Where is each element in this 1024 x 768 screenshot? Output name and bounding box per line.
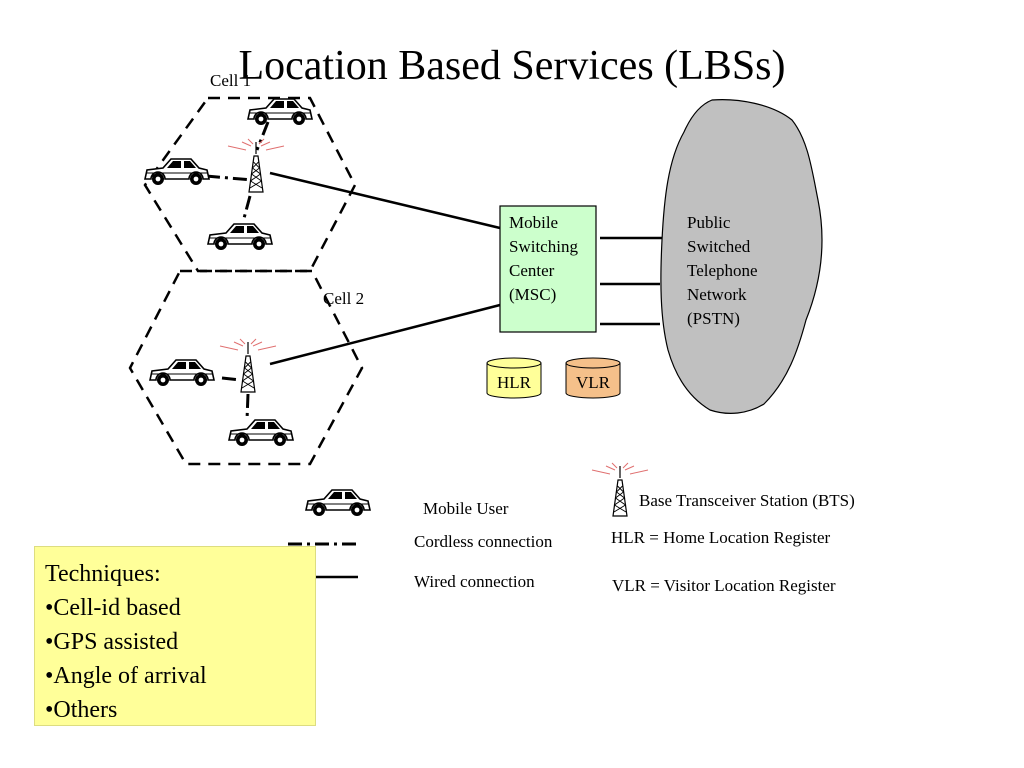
- cell-1-label: Cell 1: [210, 71, 252, 90]
- legend-bts: Base Transceiver Station (BTS): [639, 491, 855, 510]
- technique-item-label: Cell-id based: [53, 595, 181, 621]
- msc-label-line: (MSC): [509, 285, 557, 304]
- pstn-label-line: (PSTN): [687, 309, 740, 328]
- car-icon: [228, 419, 294, 447]
- bts-tower-icon: [227, 138, 285, 193]
- techniques-box: Techniques: Cell-id based GPS assisted A…: [34, 546, 316, 726]
- legend-cordless-connection: Cordless connection: [414, 532, 553, 551]
- cordless-links: [205, 121, 270, 421]
- slide-title: Location Based Services (LBSs): [238, 43, 786, 89]
- technique-item-label: Angle of arrival: [53, 663, 207, 689]
- technique-item: Angle of arrival: [45, 659, 305, 693]
- wired-links: [269, 171, 666, 366]
- pstn-label: Public Switched Telephone Network (PSTN): [687, 211, 797, 331]
- pstn-label-line: Switched: [687, 237, 751, 256]
- car-icon: [247, 98, 313, 126]
- legend-wired-connection: Wired connection: [414, 572, 535, 591]
- msc-box: [499, 205, 597, 333]
- vlr-label: VLR: [576, 373, 610, 392]
- cell-2-hexagon: [128, 269, 364, 466]
- legend-hlr-definition: HLR = Home Location Register: [611, 528, 831, 547]
- pstn-label-line: Telephone: [687, 261, 758, 280]
- technique-item: GPS assisted: [45, 625, 305, 659]
- legend-vlr-definition: VLR = Visitor Location Register: [612, 576, 836, 595]
- pstn-cloud: [660, 99, 823, 414]
- legend-car-icon: [305, 489, 371, 517]
- hlr-label: HLR: [497, 373, 531, 392]
- bts-tower-icon: [219, 338, 277, 393]
- car-icon: [149, 359, 215, 387]
- car-icon: [144, 158, 210, 186]
- msc-label-line: Mobile: [509, 213, 559, 232]
- technique-item: Cell-id based: [45, 591, 305, 625]
- cell-2-label: Cell 2: [323, 289, 365, 308]
- cell-1-hexagon: [143, 96, 357, 273]
- legend-mobile-user: Mobile User: [423, 499, 509, 518]
- technique-item-label: Others: [53, 697, 118, 723]
- car-icon: [207, 223, 273, 251]
- technique-item-label: GPS assisted: [53, 629, 179, 655]
- msc-label-line: Switching: [509, 237, 578, 256]
- techniques-heading: Techniques:: [45, 561, 161, 587]
- pstn-label-line: Public: [687, 213, 731, 232]
- msc-label: Mobile Switching Center (MSC): [509, 211, 599, 307]
- techniques-list: Cell-id based GPS assisted Angle of arri…: [45, 591, 305, 727]
- msc-label-line: Center: [509, 261, 555, 280]
- technique-item: Others: [45, 693, 305, 727]
- vlr-database-icon: [565, 357, 621, 399]
- pstn-label-line: Network: [687, 285, 747, 304]
- hlr-database-icon: [486, 357, 542, 399]
